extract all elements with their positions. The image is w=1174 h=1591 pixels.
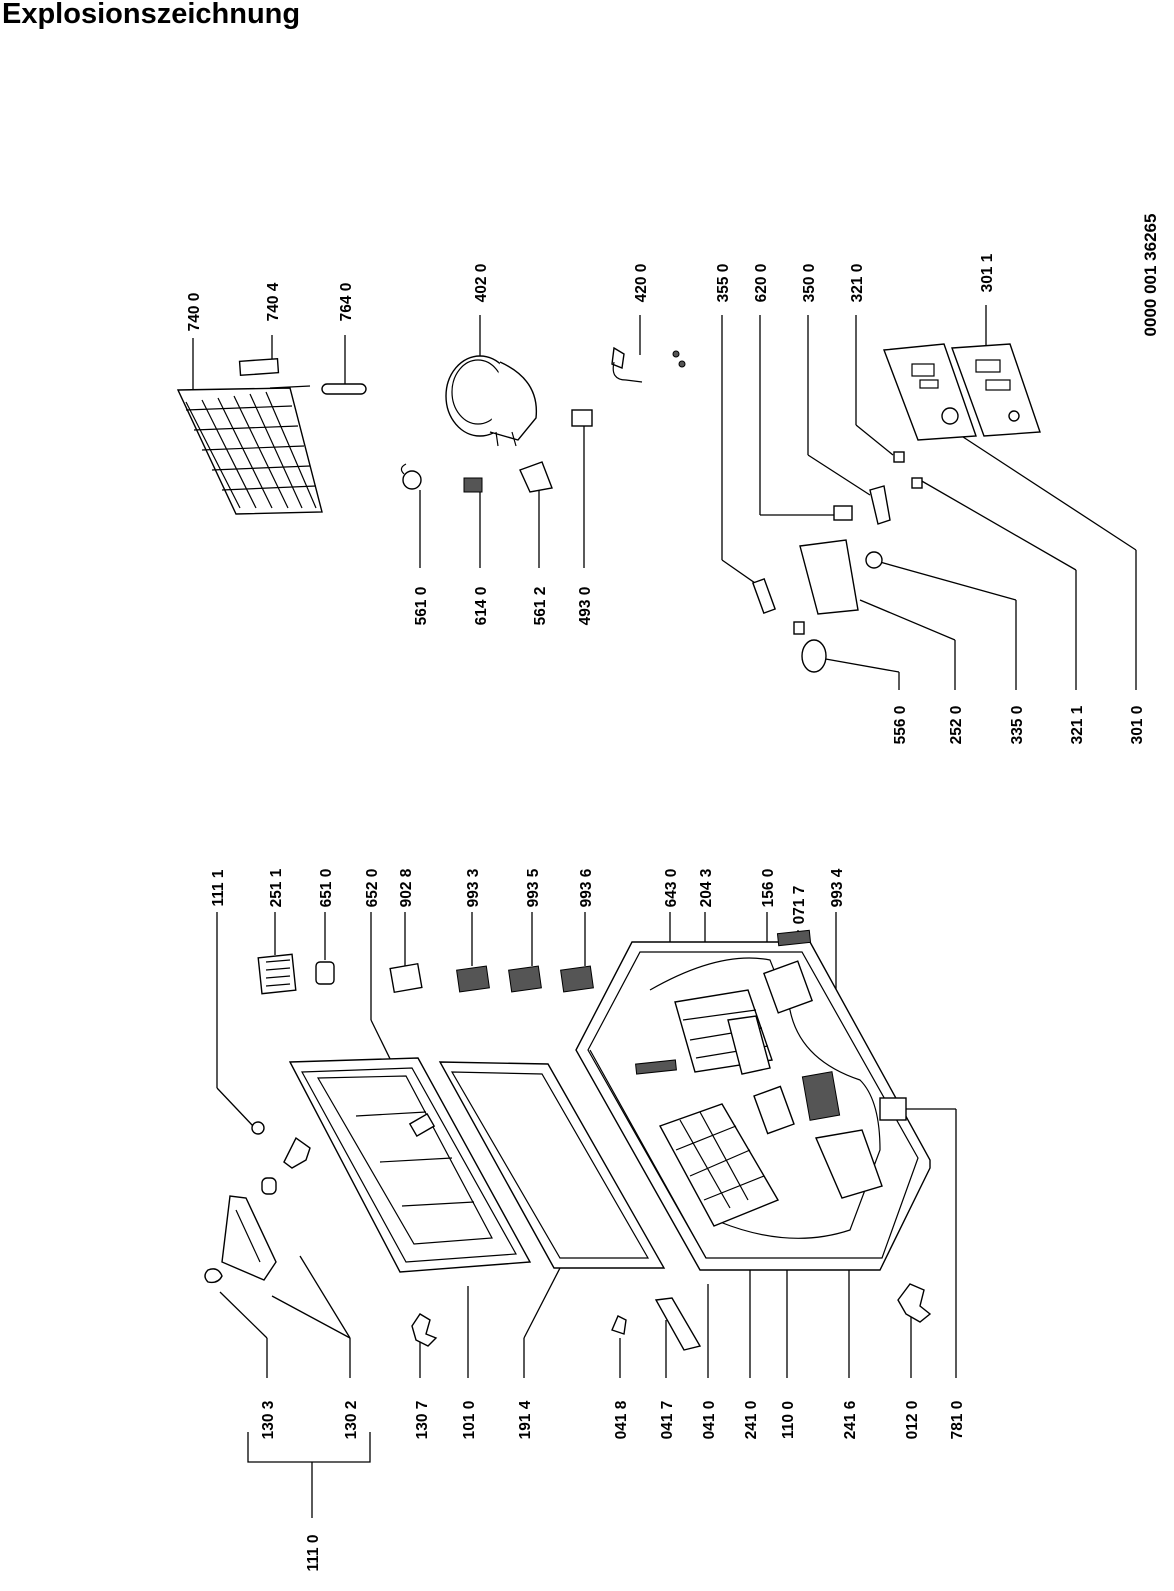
leader-lines xyxy=(192,305,1137,1378)
label-561-2: 561 2 xyxy=(532,587,549,626)
label-241-0: 241 0 xyxy=(743,1401,760,1440)
label-355-0: 355 0 xyxy=(715,264,732,303)
label-130-7: 130 7 xyxy=(414,1401,431,1440)
label-110-0: 110 0 xyxy=(780,1401,797,1439)
label-252-0: 252 0 xyxy=(948,706,965,745)
bottom-labels: 111 0 130 3 130 2 130 7 101 0 191 4 041 … xyxy=(260,1400,966,1571)
label-156-0: 156 0 xyxy=(760,869,777,908)
page-title: Explosionszeichnung xyxy=(2,0,301,30)
small-parts-column xyxy=(257,953,932,1351)
label-130-3: 130 3 xyxy=(260,1400,277,1439)
label-740-0: 740 0 xyxy=(186,293,203,332)
lid-gasket xyxy=(438,1061,666,1269)
lid-hinge-parts xyxy=(204,1121,438,1347)
label-041-8: 041 8 xyxy=(613,1400,630,1439)
label-556-0: 556 0 xyxy=(892,706,909,745)
label-764-0: 764 0 xyxy=(338,283,355,322)
label-493-0: 493 0 xyxy=(577,587,594,626)
electrical-parts xyxy=(400,409,923,673)
label-652-0: 652 0 xyxy=(364,869,381,908)
label-993-6: 993 6 xyxy=(578,868,595,907)
label-321-0: 321 0 xyxy=(849,264,866,303)
label-204-3: 204 3 xyxy=(698,868,715,907)
right-top-labels: 740 0 740 4 764 0 402 0 420 0 355 0 620 … xyxy=(186,253,996,331)
label-321-1: 321 1 xyxy=(1069,705,1086,744)
label-251-1: 251 1 xyxy=(268,868,285,907)
label-402-0: 402 0 xyxy=(473,264,490,303)
label-241-6: 241 6 xyxy=(842,1400,859,1439)
compressor xyxy=(445,346,686,447)
label-301-0: 301 0 xyxy=(1129,706,1146,745)
label-111-1: 111 1 xyxy=(210,869,227,906)
label-781-0: 781 0 xyxy=(949,1401,966,1440)
right-bottom-labels: 561 0 614 0 561 2 493 0 556 0 252 0 335 … xyxy=(413,587,1146,745)
label-041-7: 041 7 xyxy=(659,1401,676,1440)
document-number: 0000 001 36265 xyxy=(1141,214,1160,337)
label-643-0: 643 0 xyxy=(663,869,680,908)
label-993-5: 993 5 xyxy=(525,868,542,907)
upper-left-labels: 111 1 251 1 651 0 652 0 902 8 993 3 993 … xyxy=(210,868,846,924)
label-993-4: 993 4 xyxy=(829,868,846,907)
label-041-0: 041 0 xyxy=(701,1401,718,1440)
label-993-3: 993 3 xyxy=(465,868,482,907)
label-614-0: 614 0 xyxy=(473,587,490,626)
label-071-7: 071 7 xyxy=(791,886,808,925)
label-620-0: 620 0 xyxy=(753,264,770,303)
label-130-2: 130 2 xyxy=(343,1401,360,1440)
group-bracket-111-0 xyxy=(247,1432,371,1518)
label-111-0: 111 0 xyxy=(305,1534,322,1571)
label-101-0: 101 0 xyxy=(461,1401,478,1440)
label-740-4: 740 4 xyxy=(265,282,282,321)
label-012-0: 012 0 xyxy=(904,1401,921,1440)
label-301-1: 301 1 xyxy=(979,253,996,292)
label-651-0: 651 0 xyxy=(318,869,335,908)
label-561-0: 561 0 xyxy=(413,587,430,626)
condenser xyxy=(176,357,367,515)
freezer-cabinet xyxy=(575,929,931,1271)
label-350-0: 350 0 xyxy=(801,264,818,303)
control-panel xyxy=(883,343,1041,441)
lid xyxy=(288,1057,532,1273)
label-420-0: 420 0 xyxy=(633,264,650,303)
label-902-8: 902 8 xyxy=(398,868,415,907)
label-191-4: 191 4 xyxy=(517,1400,534,1439)
label-335-0: 335 0 xyxy=(1009,706,1026,745)
